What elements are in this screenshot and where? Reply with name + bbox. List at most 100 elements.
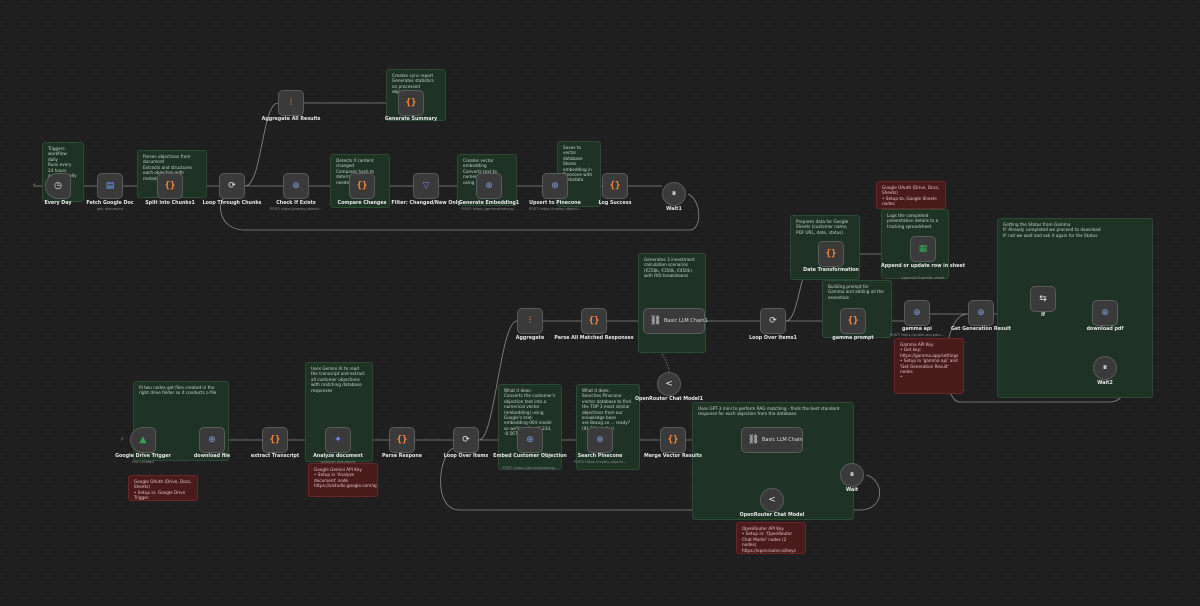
generate-embedding-node[interactable]: ⊕	[476, 173, 502, 199]
node-subtitle: POST: https://generativelang...	[461, 207, 517, 211]
check-if-exists-node[interactable]: ⊕	[283, 173, 309, 199]
node-label: Log Success	[598, 201, 632, 206]
gamma-api-node[interactable]: ⊕	[904, 300, 930, 326]
filter-changed-node[interactable]: ▽	[413, 173, 439, 199]
code-icon: {}	[825, 248, 837, 259]
node-label: If	[1041, 313, 1045, 318]
wait2-node[interactable]: ⏸	[1093, 356, 1117, 380]
link-icon: ⛓	[747, 434, 760, 445]
globe-icon: ⊕	[1101, 307, 1109, 318]
fetch-google-doc-node[interactable]: ▤	[97, 173, 123, 199]
node-label: Embed Customer Objection	[493, 454, 567, 459]
wait1-node[interactable]: ⏸	[662, 182, 686, 206]
node-label: Loop Over Items	[443, 454, 489, 459]
if-node[interactable]: ⇆	[1030, 286, 1056, 312]
node-label: Merge Vector Results	[644, 454, 702, 459]
node-subtitle: analyze: document	[320, 460, 356, 464]
sheets-icon: ▦	[918, 243, 928, 254]
add-trigger-icon[interactable]: ⚡	[120, 436, 125, 443]
openrouter-chat-model1-node[interactable]: <	[657, 372, 681, 396]
node-label: Get Generation Result	[950, 327, 1012, 332]
google-drive-icon: ▲	[139, 434, 147, 445]
credential-note[interactable]: Gamma API Key • Get key: https://gamma.a…	[894, 338, 964, 394]
google-drive-trigger-node[interactable]: ▲	[130, 427, 156, 453]
node-label: gamma api	[902, 327, 932, 332]
analyze-document-node[interactable]: ✦	[325, 427, 351, 453]
sticky-note[interactable]: Getting the Status from Gamma If: Alread…	[997, 218, 1153, 398]
loop-through-chunks-node[interactable]: ⟳	[219, 173, 245, 199]
aggregate-node[interactable]: ⫶	[517, 308, 543, 334]
append-sheet-node[interactable]: ▦	[910, 236, 936, 262]
node-label: Search Pinecone	[577, 454, 623, 459]
node-label: Fetch Google Doc	[86, 201, 134, 206]
node-label: Wait1	[666, 207, 682, 212]
every-day-node[interactable]: ◷	[45, 173, 71, 199]
node-inline-label: Basic LLM Chain1	[664, 318, 708, 324]
generate-summary-node[interactable]: {}	[398, 90, 424, 116]
loop-icon: ⟳	[228, 180, 236, 191]
filter-icon: ▽	[422, 180, 430, 191]
download-file-node[interactable]: ⊕	[199, 427, 225, 453]
globe-icon: ⊕	[292, 180, 300, 191]
get-generation-result-node[interactable]: ⊕	[968, 300, 994, 326]
node-label: Loop Over Items1	[749, 336, 797, 341]
compare-changes-node[interactable]: {}	[349, 173, 375, 199]
merge-vector-results-node[interactable]: {}	[660, 427, 686, 453]
code-icon: {}	[667, 434, 679, 445]
sticky-note[interactable]: Prepares data for Google Sheets (custome…	[790, 215, 860, 280]
node-subtitle: get: document	[96, 207, 124, 211]
node-label: download pdf	[1086, 327, 1124, 332]
basic-llm-chain-node[interactable]: ⛓Basic LLM Chain	[741, 427, 803, 453]
add-trigger-icon[interactable]: ⚡	[32, 182, 37, 189]
download-pdf-node[interactable]: ⊕	[1092, 300, 1118, 326]
node-label: Date Transformation	[803, 268, 859, 273]
gamma-prompt-node[interactable]: {}	[840, 308, 866, 334]
node-label: extract Transcript	[250, 454, 300, 459]
log-success-node[interactable]: {}	[602, 173, 628, 199]
node-label: Wait2	[1097, 381, 1113, 386]
gemini-icon: ✦	[334, 434, 342, 445]
basic-llm-chain1-node[interactable]: ⛓Basic LLM Chain1	[643, 308, 708, 334]
node-subtitle: POST: https://replay-objecti...	[269, 207, 323, 211]
pause-icon: ⏸	[1102, 362, 1108, 373]
node-subtitle: POST: https://public-api.gam...	[889, 333, 945, 337]
parse-matched-node[interactable]: {}	[581, 308, 607, 334]
node-label: Upsert to Pinecone	[529, 201, 581, 206]
loop-over-items1-node[interactable]: ⟳	[760, 308, 786, 334]
node-subtitle: POST: https://replay-objecti...	[573, 460, 627, 464]
sticky-note[interactable]: What it does: Searches Pinecone vector d…	[576, 384, 640, 470]
code-icon: {}	[269, 434, 281, 445]
credential-note[interactable]: OpenRouter API Key • Setup in: 'OpenRout…	[736, 522, 806, 554]
node-label: Append or update row in sheet	[881, 264, 965, 269]
node-inline-label: Basic LLM Chain	[762, 437, 803, 443]
wait-node[interactable]: ⏸	[840, 463, 864, 487]
aggregate-all-results-node[interactable]: ⫶	[278, 90, 304, 116]
code-icon: {}	[356, 180, 368, 191]
openrouter-icon: <	[768, 494, 776, 505]
parse-respone-node[interactable]: {}	[389, 427, 415, 453]
node-label: Compare Changes	[337, 201, 387, 206]
embed-customer-objection-node[interactable]: ⊕	[517, 427, 543, 453]
code-icon: {}	[396, 434, 408, 445]
loop-over-items-node[interactable]: ⟳	[453, 427, 479, 453]
openrouter-chat-model-node[interactable]: <	[760, 488, 784, 512]
merge-icon: ⫶	[528, 315, 532, 326]
search-pinecone-node[interactable]: ⊕	[587, 427, 613, 453]
split-into-chunks-node[interactable]: {}	[157, 173, 183, 199]
credential-note[interactable]: Google OAuth (Drive, Docs, Sheets) • Set…	[128, 475, 198, 501]
google-doc-icon: ▤	[105, 180, 115, 191]
clock-icon: ◷	[54, 180, 62, 191]
globe-icon: ⊕	[208, 434, 216, 445]
date-transformation-node[interactable]: {}	[818, 241, 844, 267]
node-subtitle: POST: https://replay-objecti...	[528, 207, 582, 211]
credential-note[interactable]: Google Gemini API Key • Setup in 'Analyz…	[308, 463, 378, 497]
node-label: Generate Embedding1	[458, 201, 520, 206]
upsert-pinecone-node[interactable]: ⊕	[542, 173, 568, 199]
credential-note[interactable]: Google OAuth (Drive, Docs, Sheets) • Set…	[876, 181, 946, 209]
node-label: Parse Respone	[382, 454, 422, 459]
extract-transcript-node[interactable]: {}	[262, 427, 288, 453]
globe-icon: ⊕	[977, 307, 985, 318]
sticky-note[interactable]: Generates 3 investment calculation scena…	[638, 253, 706, 353]
pause-icon: ⏸	[671, 188, 677, 199]
